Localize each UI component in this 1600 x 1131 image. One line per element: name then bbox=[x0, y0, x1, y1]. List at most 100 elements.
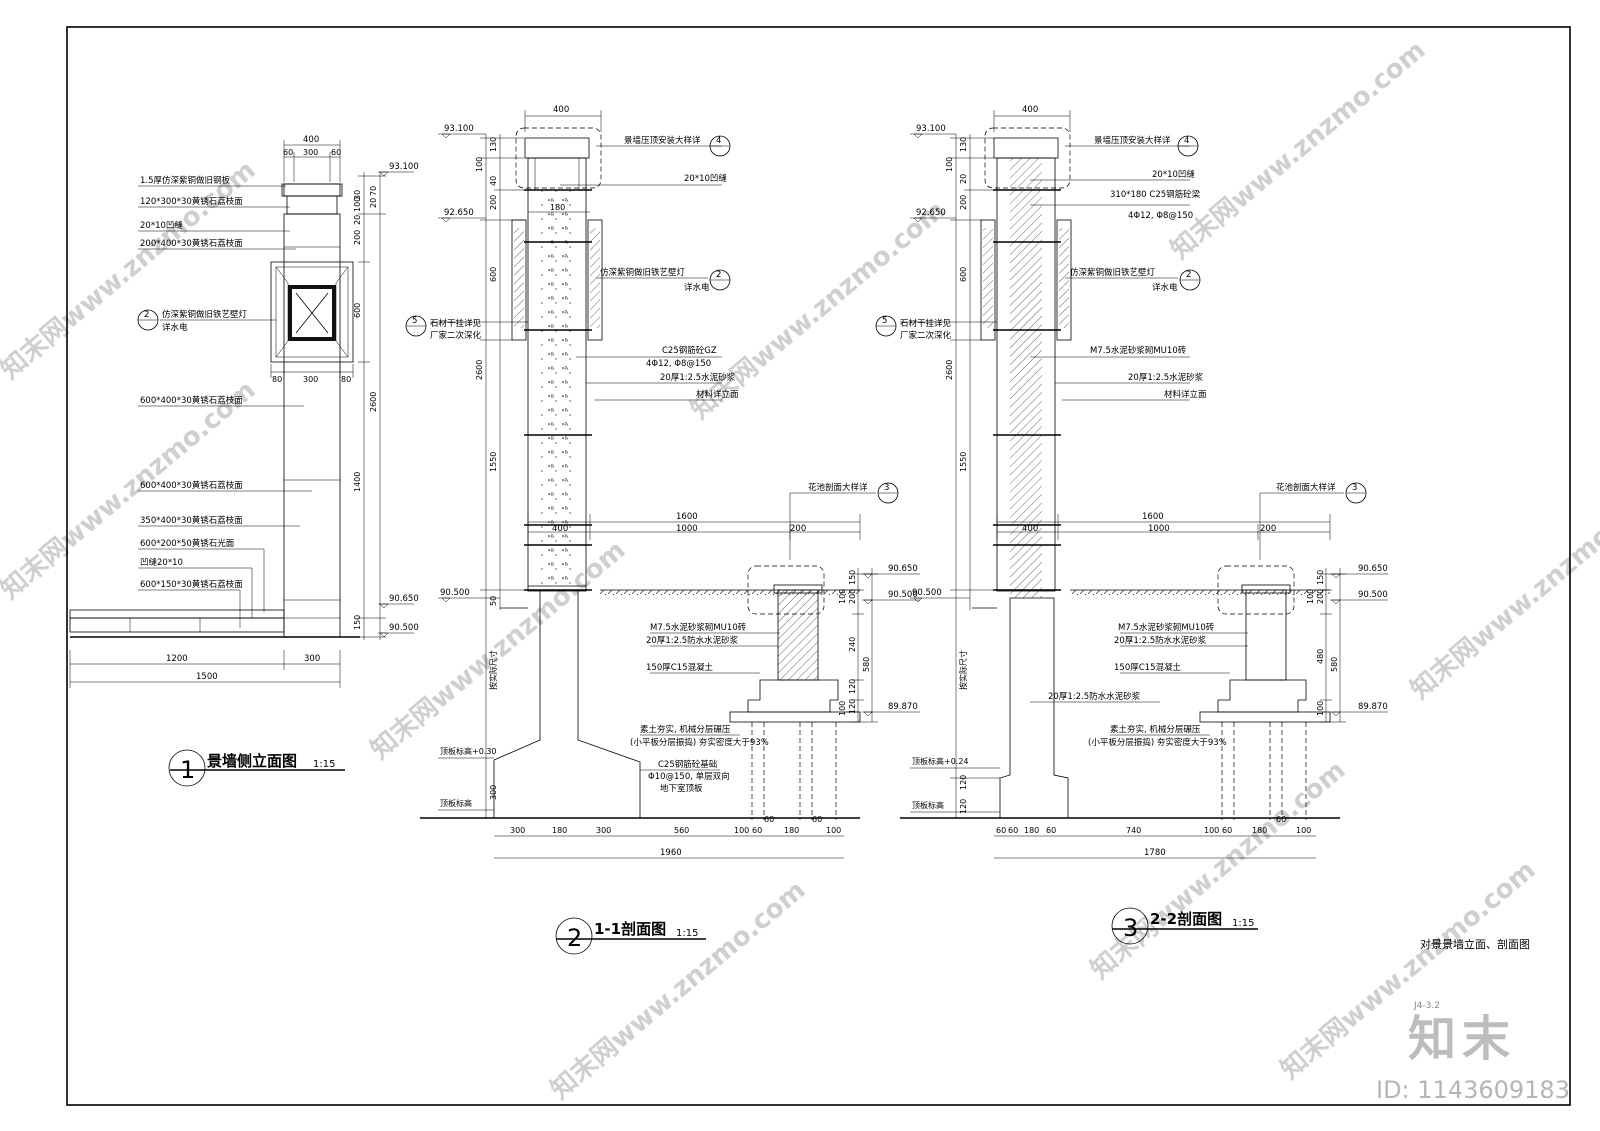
v2-callout-2: 5 bbox=[412, 316, 417, 326]
v2-dim-h-2: 1000 bbox=[676, 524, 698, 534]
v3-callout-3: 3 bbox=[1352, 483, 1357, 493]
v3-dim-left-3: 200 bbox=[959, 195, 968, 210]
v3-dim-bottom-6: 60 bbox=[1222, 826, 1232, 835]
v2-label-12: 20厚1:2.5防水水泥砂浆 bbox=[646, 635, 739, 646]
v2-dim-left-4: 600 bbox=[489, 267, 498, 282]
v3-callout-0: 4 bbox=[1184, 136, 1189, 146]
v2-dim-left-6: 1550 bbox=[489, 452, 498, 472]
v2-elev-2: 90.500 bbox=[440, 588, 470, 598]
v3-label-13: 20厚1:2.5防水水泥砂浆 bbox=[1114, 635, 1207, 646]
watermark-text: 知末网www.znzmo.com bbox=[0, 155, 261, 385]
v2-label-8: 20厚1:2.5水泥砂浆 bbox=[660, 372, 736, 383]
v3-dim-top-0: 400 bbox=[1022, 105, 1038, 115]
v3-label-8: M7.5水泥砂浆砌MU10砖 bbox=[1090, 345, 1187, 356]
v3-dim-right-1: 100 bbox=[1306, 589, 1315, 604]
v3-label-12: M7.5水泥砂浆砌MU10砖 bbox=[1118, 622, 1215, 633]
v2-dim-left-2: 40 bbox=[489, 176, 498, 186]
v3-label-19: 顶板标高 bbox=[912, 800, 944, 810]
v1-dim-right-5: 200 bbox=[353, 230, 362, 245]
v1-label-4: 仿深紫铜做旧铁艺壁灯 bbox=[162, 309, 248, 320]
v1-dim-mid-1: 300 bbox=[303, 375, 318, 384]
v1-label-6: 600*400*30黄锈石荔枝面 bbox=[140, 395, 243, 406]
v2-label-19: 顶板标高+0.30 bbox=[440, 746, 497, 756]
v3-scale: 1:15 bbox=[1232, 918, 1254, 929]
v2-dim-left-5: 2600 bbox=[475, 360, 484, 380]
v3-dim-h-3: 400 bbox=[1022, 524, 1038, 534]
v2-dim-bottom-6: 60 bbox=[764, 815, 774, 824]
v3-dim-h-2: 200 bbox=[1260, 524, 1276, 534]
v3-dim-right-0: 150 bbox=[1316, 570, 1325, 585]
v2-title: 1-1剖面图 bbox=[594, 920, 666, 938]
sheet-frame bbox=[66, 26, 1571, 1106]
view-section-1-1: 400 100 130 40 200 600 2600 1550 50 300 … bbox=[405, 105, 920, 955]
v2-dim-bottom-4: 100 bbox=[734, 826, 749, 835]
v3-label-14: 150厚C15混凝土 bbox=[1114, 662, 1181, 673]
v1-dim-mid-0: 80 bbox=[272, 375, 282, 384]
v2-dim-h-4: 400 bbox=[552, 524, 568, 534]
v1-lamp-callout-num: 2 bbox=[144, 310, 149, 320]
v2-label-10: 花池剖面大样详 bbox=[808, 482, 868, 493]
v3-label-10: 材料详立面 bbox=[1164, 389, 1207, 400]
v1-dim-top-0: 400 bbox=[303, 135, 319, 145]
v3-dim-right-5: 580 bbox=[1330, 657, 1339, 672]
brand-logo: 知末 bbox=[1408, 1011, 1516, 1067]
v3-dim-bottom-3: 60 bbox=[1046, 826, 1056, 835]
v3-dim-h-0: 1600 bbox=[1142, 512, 1164, 522]
v1-label-10: 凹缝20*10 bbox=[140, 557, 183, 568]
v3-dim-right-4: 100 bbox=[1316, 701, 1325, 716]
v3-elev-5: 89.870 bbox=[1358, 702, 1388, 712]
id-label: ID: 1143609183 bbox=[1376, 1076, 1570, 1104]
v3-callout-2: 5 bbox=[882, 316, 887, 326]
v2-dim-left-7: 50 bbox=[489, 596, 498, 606]
v2-label-0: 景墙压顶安装大样详 bbox=[624, 135, 701, 146]
v2-label-9: 材料详立面 bbox=[696, 389, 739, 400]
v2-callout-3: 3 bbox=[884, 483, 889, 493]
v1-label-3: 200*400*30黄锈石荔枝面 bbox=[140, 238, 243, 249]
v1-dim-right-1: 20 bbox=[353, 215, 362, 225]
v3-elev-3: 90.650 bbox=[1358, 564, 1388, 574]
v3-label-2: 310*180 C25钢筋砼梁 bbox=[1110, 189, 1201, 200]
v2-dim-right-7: 580 bbox=[862, 657, 871, 672]
v3-title-num: 3 bbox=[1123, 914, 1138, 942]
v3-dim-h-1: 1000 bbox=[1148, 524, 1170, 534]
v3-elev-2: 90.500 bbox=[912, 588, 942, 598]
v2-label-4: 石材干挂详见 bbox=[430, 318, 482, 329]
v2-title-num: 2 bbox=[567, 924, 582, 952]
v2-elev-5: 89.870 bbox=[888, 702, 918, 712]
v2-dim-right-3: 240 bbox=[848, 637, 857, 652]
watermark-text: 知末网www.znzmo.com bbox=[545, 875, 811, 1105]
v1-label-9: 600*200*50黄锈石光面 bbox=[140, 538, 235, 549]
v2-label-7: 4Φ12, Φ8@150 bbox=[646, 359, 711, 369]
v2-label-17: Φ10@150, 单层双向 bbox=[648, 771, 730, 782]
v3-label-17: (小平板分层振捣) 夯实密度大于93% bbox=[1088, 737, 1227, 748]
v3-dim-left-5: 2600 bbox=[945, 360, 954, 380]
v3-label-1: 20*10凹缝 bbox=[1152, 169, 1195, 180]
v2-elev-3: 90.650 bbox=[888, 564, 918, 574]
v3-dim-bottom-10: 1780 bbox=[1144, 848, 1166, 858]
v1-label-2: 20*10凹缝 bbox=[140, 220, 183, 231]
v3-label-0: 景墙压顶安装大样详 bbox=[1094, 135, 1171, 146]
v2-dim-left-1: 130 bbox=[489, 137, 498, 152]
v3-label-20: 按实际尺寸 bbox=[958, 650, 968, 690]
v3-label-6: 石材干挂详见 bbox=[900, 318, 952, 329]
v2-dim-h-0: 180 bbox=[550, 203, 565, 212]
v3-dim-left-0: 100 bbox=[945, 157, 954, 172]
v2-dim-bottom-2: 300 bbox=[596, 826, 611, 835]
v2-label-3: 详水电 bbox=[684, 282, 710, 293]
v3-dim-bottom-8: 60 bbox=[1276, 815, 1286, 824]
v2-dim-bottom-0: 300 bbox=[510, 826, 525, 835]
v2-dim-bottom-3: 560 bbox=[674, 826, 689, 835]
v1-dim-right-2: 70 bbox=[369, 186, 378, 196]
v3-elev-4: 90.500 bbox=[1358, 590, 1388, 600]
v3-dim-bottom-1: 60 bbox=[1008, 826, 1018, 835]
v1-scale: 1:15 bbox=[313, 759, 335, 770]
v2-dim-h-3: 200 bbox=[790, 524, 806, 534]
v1-elev-1: 90.650 bbox=[389, 594, 419, 604]
v3-label-15: 20厚1:2.5防水水泥砂浆 bbox=[1048, 691, 1141, 702]
v1-label-1: 120*300*30黄锈石荔枝面 bbox=[140, 196, 243, 207]
v2-label-1: 20*10凹缝 bbox=[684, 173, 727, 184]
v2-label-14: 素土夯实, 机械分层碾压 bbox=[640, 724, 731, 735]
v3-elev-0: 93.100 bbox=[916, 124, 946, 134]
v2-dim-right-6: 100 bbox=[838, 701, 847, 716]
v3-dim-left-7: 120 bbox=[959, 775, 968, 790]
